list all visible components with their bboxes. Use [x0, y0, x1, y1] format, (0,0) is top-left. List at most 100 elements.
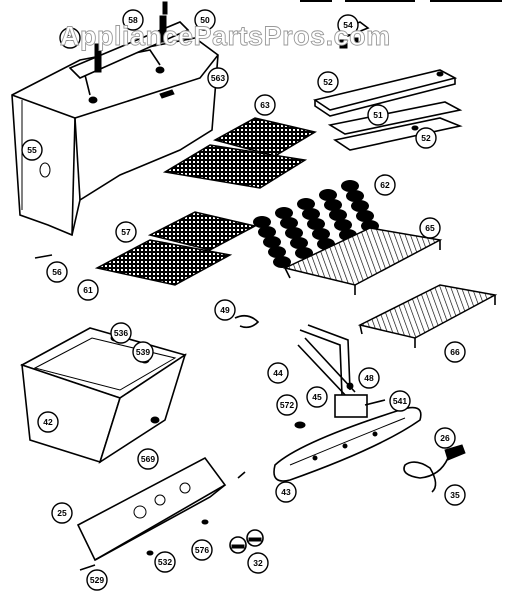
callout-circle [86, 569, 108, 591]
briquette [346, 190, 364, 202]
callout-circle [415, 127, 437, 149]
callout-text: 43 [281, 487, 291, 497]
callout-p57: 57 [115, 221, 137, 243]
callout-circle [374, 174, 396, 196]
callout-text: 48 [364, 373, 374, 383]
callout-text: 44 [273, 368, 283, 378]
watermark: AppliancePartsPros.com [60, 21, 391, 51]
briquette [285, 227, 303, 239]
callout-text: 54 [343, 20, 353, 30]
callout-p576: 576 [191, 539, 213, 561]
callout-p44: 44 [267, 362, 289, 384]
callout-p572: 572 [276, 394, 298, 416]
briquette [302, 208, 320, 220]
callout-text: 57 [121, 227, 131, 237]
briquette [351, 200, 369, 212]
callout-circle [267, 362, 289, 384]
callout-p51: 51 [367, 104, 389, 126]
callout-text: 26 [440, 433, 450, 443]
control-panel [76, 456, 246, 562]
screw-563 [159, 89, 175, 99]
callout-circle [154, 551, 176, 573]
callout-circle [59, 27, 81, 49]
callout-circle [275, 481, 297, 503]
callout-p32: 32 [247, 552, 269, 574]
callout-circle [115, 221, 137, 243]
briquette [307, 218, 325, 230]
callout-text: 529 [90, 575, 104, 585]
callout-p42: 42 [37, 411, 59, 433]
callout-circle [389, 390, 411, 412]
briquette [319, 189, 337, 201]
callout-circle [21, 139, 43, 161]
callout-circle [51, 502, 73, 524]
briquette [275, 207, 293, 219]
callout-text: 539 [136, 347, 150, 357]
callout-text: 563 [211, 73, 225, 83]
briquette [280, 217, 298, 229]
callout-text: 32 [253, 558, 263, 568]
briquette [253, 216, 271, 228]
callout-text: 45 [312, 392, 322, 402]
callout-p52a: 52 [317, 71, 339, 93]
briquette [297, 198, 315, 210]
callout-text: 532 [158, 557, 172, 567]
callout-p50: 50 [194, 9, 216, 31]
callout-circle [122, 9, 144, 31]
briquette [329, 209, 347, 221]
fire-box [20, 327, 187, 464]
callout-text: 65 [425, 223, 435, 233]
callout-text: 536 [114, 328, 128, 338]
callout-p65: 65 [419, 217, 441, 239]
callout-text: 63 [260, 100, 270, 110]
callout-text: 52 [323, 77, 333, 87]
callout-circle [306, 386, 328, 408]
cooking-grid-lower [94, 211, 258, 286]
callout-p49: 49 [214, 299, 236, 321]
callout-text: 50 [200, 15, 210, 25]
callout-circle [247, 552, 269, 574]
cooking-grid-upper [162, 117, 317, 189]
callout-circle [77, 279, 99, 301]
briquette [341, 180, 359, 192]
hood-lid [11, 37, 219, 237]
briquette [290, 237, 308, 249]
lid-handle [68, 1, 190, 104]
gas-valve [294, 382, 386, 429]
callout-labels: 53 58 50 54 55 563 52 51 52 63 62 57 65 56 61 49 536 539 4… [21, 9, 466, 591]
callout-circle [46, 261, 68, 283]
callout-circle [254, 94, 276, 116]
callout-p539: 539 [132, 341, 154, 363]
control-knobs [229, 529, 264, 554]
callout-text: 58 [128, 15, 138, 25]
callout-p56: 56 [46, 261, 68, 283]
callout-p55: 55 [21, 139, 43, 161]
callout-text: 55 [27, 145, 37, 155]
callout-p532: 532 [154, 551, 176, 573]
clip-49 [234, 314, 260, 329]
callout-circle [194, 9, 216, 31]
igniter [403, 444, 466, 493]
header-marks [300, 0, 502, 2]
callout-text: 52 [421, 133, 431, 143]
callout-text: 61 [83, 285, 93, 295]
callout-circle [367, 104, 389, 126]
callout-p48: 48 [358, 367, 380, 389]
callout-p61: 61 [77, 279, 99, 301]
briquette [273, 256, 291, 268]
callout-p53: 53 [59, 27, 81, 49]
callout-text: 42 [43, 417, 53, 427]
callout-p62: 62 [374, 174, 396, 196]
callout-circle [358, 367, 380, 389]
callout-text: 53 [65, 33, 75, 43]
callout-p25: 25 [51, 502, 73, 524]
briquette [324, 199, 342, 211]
callout-circle [214, 299, 236, 321]
callout-circle [110, 322, 132, 344]
callout-text: 56 [52, 267, 62, 277]
callout-p541: 541 [389, 390, 411, 412]
callout-circle [132, 341, 154, 363]
callout-circle [444, 341, 466, 363]
warming-rack-assembly [313, 69, 463, 151]
